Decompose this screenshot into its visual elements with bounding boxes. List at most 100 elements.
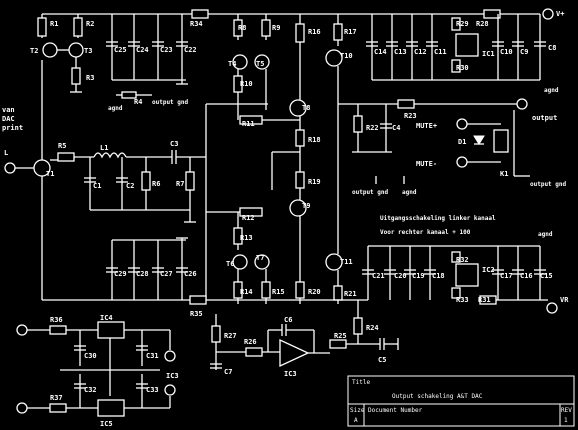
input-label-print: print <box>2 124 23 132</box>
document-number-label: Document Number <box>368 407 423 414</box>
size-value: A <box>354 417 358 424</box>
input-label-dac: DAC <box>2 115 15 123</box>
label-mute-minus: MUTE- <box>416 160 437 168</box>
label-R31: R31 <box>478 296 491 304</box>
label-R21: R21 <box>344 290 357 298</box>
label-C12: C12 <box>414 48 427 56</box>
transistor-T5 <box>254 54 270 70</box>
label-R1: R1 <box>50 20 58 28</box>
resistor-R13 <box>233 227 243 245</box>
terminal-ic5-in <box>16 402 28 414</box>
label-R20: R20 <box>308 288 321 296</box>
label-C7: C7 <box>224 368 232 376</box>
transistor-T3 <box>68 42 84 58</box>
resistor-R29 <box>451 17 461 31</box>
bottom-rail: R35 C29 C28 C27 C26 <box>42 237 368 318</box>
resistor-R8 <box>233 19 243 37</box>
resistor-R14 <box>233 281 243 299</box>
mute-plus-terminal <box>456 118 468 130</box>
vplus-regulator: R28 V+ C14 C13 C12 C11 IC1 R29 R30 C10 C… <box>366 8 564 94</box>
resistor-R26 <box>245 347 263 357</box>
label-R24: R24 <box>366 324 379 332</box>
label-C16: C16 <box>520 272 533 280</box>
label-C10: C10 <box>500 48 513 56</box>
ic-IC4 <box>97 321 125 339</box>
input-label-van: van <box>2 106 15 114</box>
top-left-section: R1 R2 T2 T3 R3 C25 C24 C23 C22 R34 R4 <box>30 9 540 112</box>
resistor-R18 <box>295 129 305 147</box>
input-label-L: L <box>4 149 8 157</box>
resistor-R17 <box>333 23 343 41</box>
label-C13: C13 <box>394 48 407 56</box>
resistor-R21 <box>333 285 343 301</box>
input-terminal <box>4 162 16 174</box>
output-terminal <box>516 98 528 110</box>
servo-opamp: R24 R27 C7 R26 IC3 C6 R25 C5 <box>210 300 399 378</box>
label-C22: C22 <box>184 46 197 54</box>
label-R26: R26 <box>244 338 257 346</box>
label-R22: R22 <box>366 124 379 132</box>
resistor-R2 <box>73 17 83 37</box>
driver-stage: R8 R9 T4 T5 R10 R11 R12 R13 T6 T7 R14 R1… <box>205 14 300 304</box>
transistor-T2 <box>42 42 58 58</box>
label-C4: C4 <box>392 124 400 132</box>
label-T6: T6 <box>226 260 234 268</box>
label-vplus: V+ <box>556 10 564 18</box>
resistor-R35 <box>189 295 207 305</box>
transistor-T8 <box>289 99 307 117</box>
inductor-L1 <box>93 152 127 159</box>
resistor-R3 <box>71 67 81 85</box>
label-R11: R11 <box>242 120 255 128</box>
output-relay-section: R23 output R22 C4 MUTE+ MUTE- D1 K1 outp… <box>352 98 567 236</box>
label-C19: C19 <box>412 272 425 280</box>
label-T9: T9 <box>302 202 310 210</box>
local-regulators: R36 IC4 IC3 C30 C31 C32 C33 R37 IC5 <box>16 314 179 428</box>
label-R15: R15 <box>272 288 285 296</box>
label-T3: T3 <box>84 47 92 55</box>
label-R36: R36 <box>50 316 63 324</box>
transistor-T6 <box>232 254 248 270</box>
label-R32: R32 <box>456 256 469 264</box>
label-vr: VR <box>560 296 569 304</box>
rev-value: 1 <box>564 417 568 424</box>
label-IC3: IC3 <box>166 372 179 380</box>
label-C14: C14 <box>374 48 387 56</box>
label-R25: R25 <box>334 332 347 340</box>
label-IC1: IC1 <box>482 50 495 58</box>
resistor-R10 <box>233 75 243 93</box>
label-L1: L1 <box>100 144 108 152</box>
label-C26: C26 <box>184 270 197 278</box>
label-T8: T8 <box>302 104 310 112</box>
label-R34: R34 <box>190 20 203 28</box>
label-T1: T1 <box>46 170 54 178</box>
transistor-T7 <box>254 254 270 270</box>
label-R14: R14 <box>240 288 253 296</box>
vplus-terminal <box>542 8 554 20</box>
resistor-R19 <box>295 171 305 189</box>
label-K1: K1 <box>500 170 508 178</box>
resistor-R15 <box>261 281 271 299</box>
terminal-ic-plus <box>164 350 176 362</box>
label-agnd-center: agnd <box>402 189 417 196</box>
ic-IC5 <box>97 399 125 417</box>
resistor-R22 <box>353 115 363 133</box>
label-T11: T11 <box>340 258 353 266</box>
resistor-R5 <box>57 152 75 162</box>
output-stage: R16 R17 T10 T8 R18 R19 T9 R20 T11 R21 <box>271 14 520 304</box>
label-IC3-opamp: IC3 <box>284 370 297 378</box>
label-C9: C9 <box>520 48 528 56</box>
title-block: Title Output schakeling A&T DAC Size A D… <box>347 375 575 427</box>
mute-minus-terminal <box>456 156 468 168</box>
label-output-gnd-right: output gnd <box>530 181 567 188</box>
resistor-R30 <box>451 59 461 73</box>
label-T5: T5 <box>256 60 264 68</box>
label-IC5: IC5 <box>100 420 113 428</box>
resistor-R7 <box>185 171 195 191</box>
resistor-R1 <box>37 17 47 37</box>
label-R33: R33 <box>456 296 469 304</box>
resistor-R36 <box>49 325 67 335</box>
resistor-R25 <box>329 339 347 349</box>
label-C24: C24 <box>136 46 149 54</box>
resistor-R20 <box>295 281 305 299</box>
